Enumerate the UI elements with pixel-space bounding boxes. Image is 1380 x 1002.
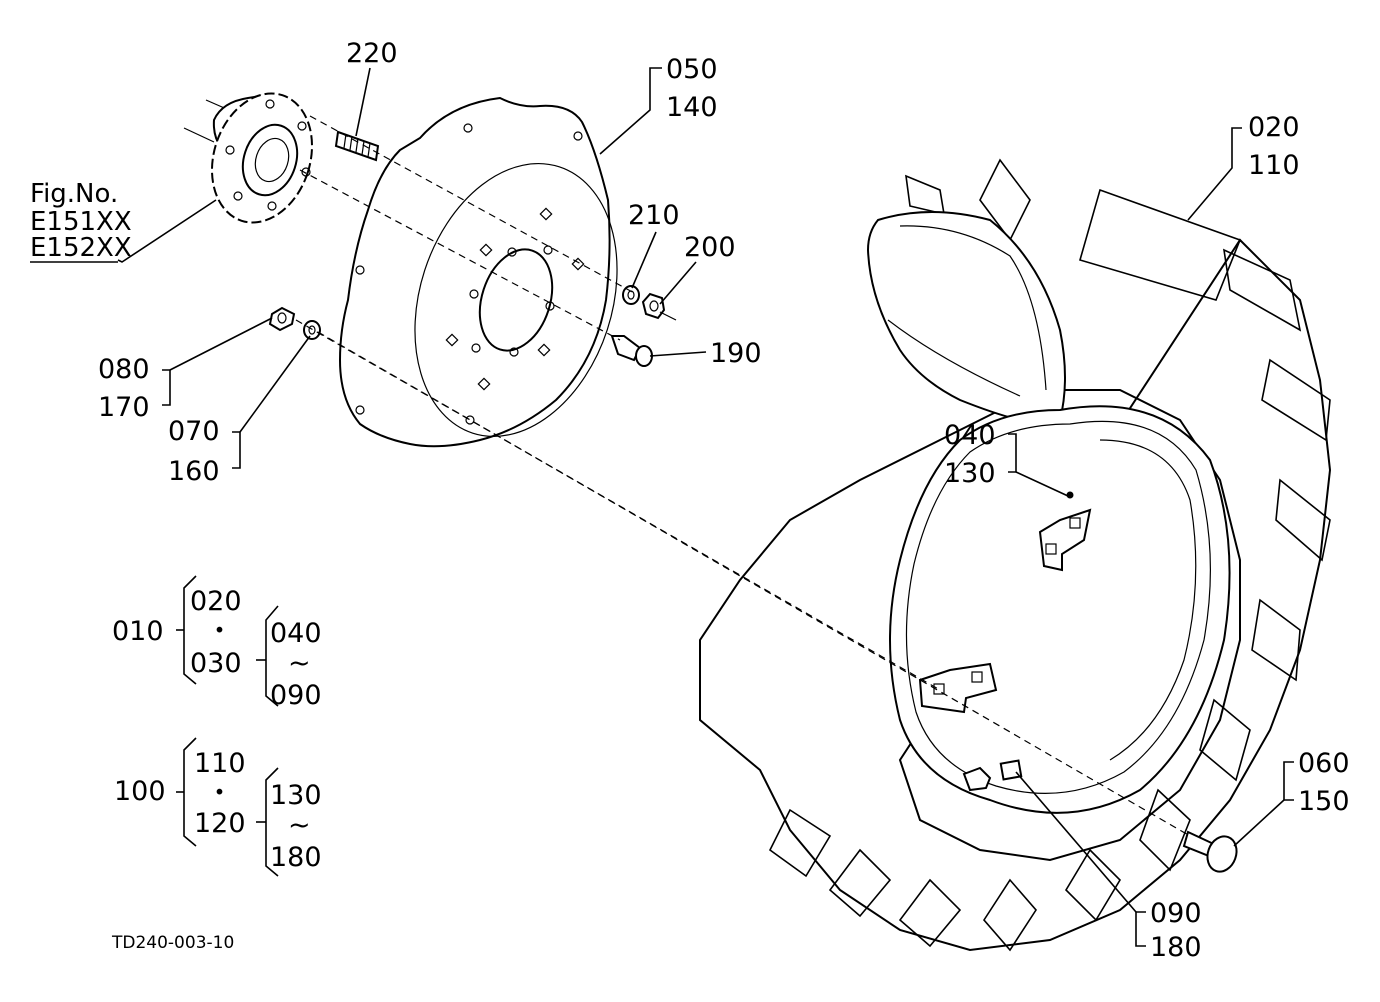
rim-bolt-090	[962, 759, 1023, 792]
legend-item-030: 030	[190, 648, 242, 679]
legend-range-end-180: 180	[270, 842, 322, 873]
legend-tilde-2: ~	[288, 810, 311, 841]
legend-item-120: 120	[194, 808, 246, 839]
label-170: 170	[98, 392, 150, 423]
alignment-lines	[295, 115, 1191, 837]
nut-080	[268, 306, 296, 332]
rim-clamp-upper	[1038, 491, 1092, 572]
label-180: 180	[1150, 932, 1202, 963]
drawing-code: TD240-003-10	[111, 933, 234, 953]
label-110: 110	[1248, 150, 1300, 181]
washer-070	[303, 320, 321, 340]
fig-ref-title: Fig.No.	[30, 179, 118, 209]
label-020: 020	[1248, 112, 1300, 143]
label-070: 070	[168, 416, 220, 447]
assembly-legend-010: 010 020 ・ 030 040 ~ 090	[112, 575, 322, 711]
legend-item-110: 110	[194, 748, 246, 779]
part-labels: 220 050 140 020 110 210 200 190 080 170 …	[98, 38, 1350, 963]
label-210: 210	[628, 200, 680, 231]
label-190: 190	[710, 338, 762, 369]
legend-range-end-090: 090	[270, 680, 322, 711]
label-150: 150	[1298, 786, 1350, 817]
nut-200	[641, 292, 666, 320]
legend-range-start-040: 040	[270, 618, 322, 649]
wheel-disc	[338, 96, 618, 448]
legend-assembly-010: 010	[112, 616, 164, 647]
label-050: 050	[666, 54, 718, 85]
label-140: 140	[666, 92, 718, 123]
assembly-legend-100: 100 110 ・ 120 130 ~ 180	[114, 737, 322, 877]
label-130: 130	[944, 458, 996, 489]
legend-range-start-130: 130	[270, 780, 322, 811]
bolt-190	[610, 335, 653, 367]
legend-assembly-100: 100	[114, 776, 166, 807]
label-200: 200	[684, 232, 736, 263]
fig-reference: Fig.No. E151XX E152XX	[30, 179, 132, 263]
bolt-060	[1182, 830, 1238, 873]
rim-inner-flange	[866, 211, 1066, 426]
label-080: 080	[98, 354, 150, 385]
legend-tilde-1: ~	[288, 648, 311, 679]
label-090: 090	[1150, 898, 1202, 929]
legend-dot-2: ・	[206, 778, 233, 809]
label-040: 040	[944, 420, 996, 451]
lock-washer-210	[622, 285, 640, 305]
fig-ref-code-2: E152XX	[30, 233, 132, 263]
stud-bolt	[334, 130, 380, 162]
label-220: 220	[346, 38, 398, 69]
legend-dot-1: ・	[206, 616, 233, 647]
axle-hub-flange	[183, 92, 313, 224]
rim-clamp-lower	[918, 662, 998, 714]
fig-ref-code-1: E151XX	[30, 207, 132, 237]
label-060: 060	[1298, 748, 1350, 779]
leader-lines	[117, 67, 1294, 947]
label-160: 160	[168, 456, 220, 487]
legend-item-020: 020	[190, 586, 242, 617]
